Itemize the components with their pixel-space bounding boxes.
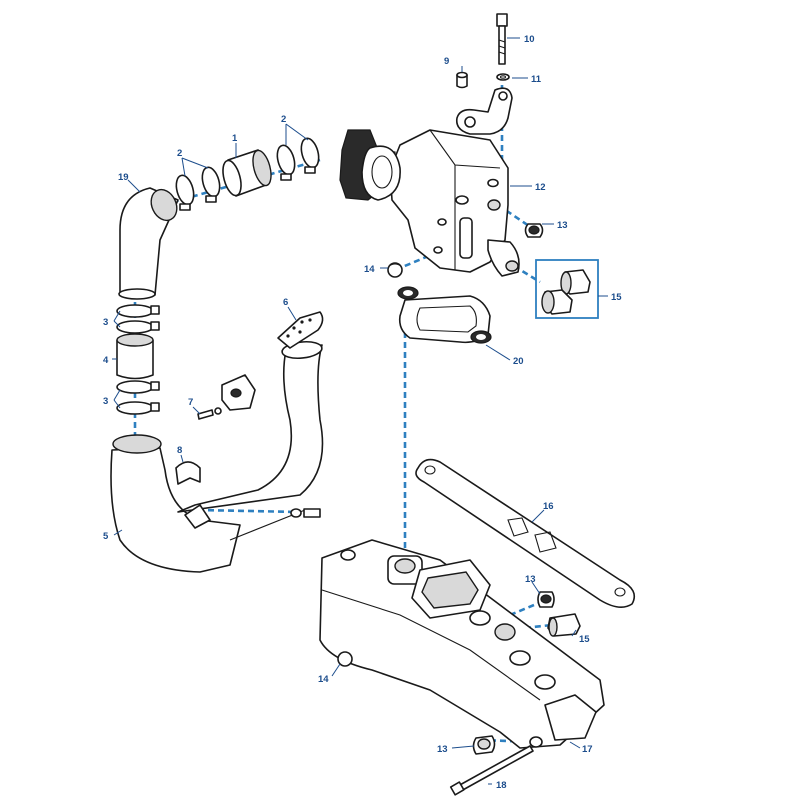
callout-5: 5 [103,531,109,542]
callout-20: 20 [513,356,524,367]
callout-15-mid: 15 [579,634,590,645]
callout-1: 1 [232,133,238,144]
cap-14-top [387,262,403,278]
callout-4: 4 [103,355,109,366]
callout-13-top: 13 [557,220,568,231]
plug-13-bottom [472,735,496,755]
hose-stack-3-4 [116,304,160,415]
clamps-2-top [175,137,320,211]
leader-lines [112,37,608,785]
gasket-20 [397,286,492,344]
callout-numbers: 10 9 11 12 13 14 15 20 1 2 2 19 3 4 3 5 … [103,34,622,791]
callout-16: 16 [543,501,554,512]
exhaust-elbow-12 [339,129,520,277]
callout-13-mid: 13 [525,574,536,585]
plug-13-top [524,223,544,238]
bracket [455,87,513,135]
callout-18: 18 [496,780,507,791]
callout-14-lower: 14 [318,674,329,685]
callout-19: 19 [118,172,129,183]
dowel-pin-9 [456,71,468,89]
exhaust-manifold-17 [319,539,605,749]
exhaust-pipe-5 [110,340,324,573]
cap-14-lower [337,651,353,667]
screw-7 [197,407,222,420]
callout-9: 9 [444,56,449,67]
plug-13-mid [537,591,555,608]
callout-12: 12 [535,182,546,193]
pipe-bolt [290,508,321,518]
fittings-15-box [535,259,599,319]
callout-15-top: 15 [611,292,622,303]
callout-14-top: 14 [364,264,375,275]
callout-17: 17 [582,744,593,755]
callout-13-bottom: 13 [437,744,448,755]
flapper-6 [277,311,324,349]
elbow-tube-19 [118,187,179,300]
fitting-15-mid [547,613,581,637]
coupler-hose-1 [222,149,272,197]
callout-7: 7 [188,397,193,408]
callout-8: 8 [177,445,182,456]
flapper-plate-8 [175,374,256,485]
callout-2-right: 2 [281,114,286,125]
manifold-gasket-16 [415,458,636,608]
bolt-10 [496,13,508,65]
washer-11 [496,73,510,81]
callout-2-left: 2 [177,148,182,159]
callout-11: 11 [531,74,542,85]
callout-6: 6 [283,297,288,308]
bolt-18 [449,745,534,796]
callout-3-upper: 3 [103,317,108,328]
callout-3-lower: 3 [103,396,108,407]
callout-10: 10 [524,34,535,45]
